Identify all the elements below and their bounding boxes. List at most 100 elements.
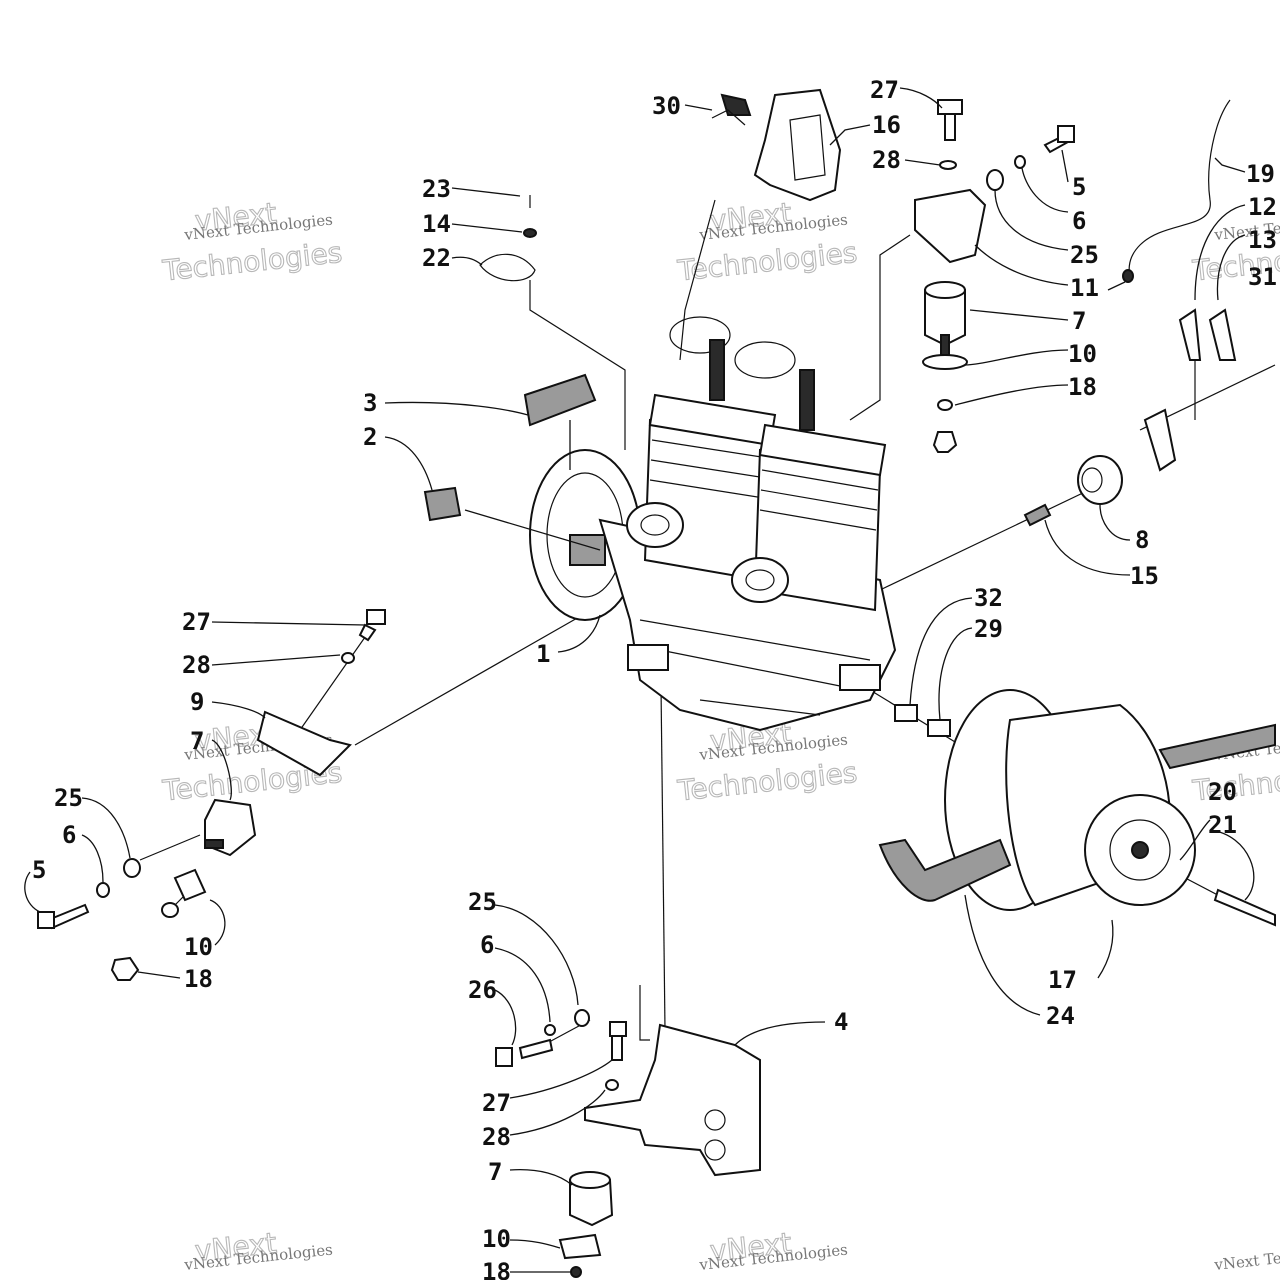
leader-20 bbox=[1179, 819, 1211, 861]
leader-10b bbox=[209, 899, 226, 946]
callout-6: 6 bbox=[62, 821, 76, 849]
axis-line-bracket-11 bbox=[849, 234, 911, 421]
callout-31: 31 bbox=[1248, 263, 1277, 291]
axis-line-bolt-26 bbox=[639, 985, 650, 1041]
clip-12 bbox=[1178, 308, 1202, 361]
mount-7-left-stud bbox=[204, 839, 224, 849]
leader-11-harness bbox=[1107, 281, 1126, 291]
washer-25-left bbox=[123, 858, 141, 878]
damper-8-bore bbox=[1081, 467, 1103, 493]
spark-plug-cap-left bbox=[709, 339, 725, 401]
leader-6c bbox=[494, 947, 551, 1023]
leader-25a bbox=[994, 189, 1069, 251]
washer-14 bbox=[523, 228, 537, 238]
washer-18-left bbox=[161, 902, 179, 918]
leader-8 bbox=[1099, 504, 1131, 541]
plug-wire-loop-left bbox=[669, 316, 731, 354]
callout-30: 30 bbox=[652, 92, 681, 120]
exhaust-port-left-inner bbox=[640, 514, 670, 536]
leader-17 bbox=[1097, 919, 1114, 979]
washer-25-lower bbox=[574, 1009, 590, 1027]
callout-27: 27 bbox=[870, 76, 899, 104]
leader-27b bbox=[211, 621, 366, 626]
leader-28c bbox=[509, 1089, 606, 1136]
clip-31 bbox=[1143, 408, 1177, 472]
harness-19-connector bbox=[1122, 269, 1134, 283]
leader-28a bbox=[904, 159, 941, 166]
crankcase-ribs bbox=[639, 619, 871, 716]
leader-18b bbox=[137, 971, 181, 979]
leader-27c bbox=[509, 1059, 613, 1099]
axis-line-bolt-23 bbox=[529, 280, 626, 450]
leader-25b bbox=[81, 797, 131, 859]
leader-lines bbox=[24, 87, 1255, 1273]
engine-assembly bbox=[529, 316, 897, 732]
leader-12 bbox=[1194, 204, 1246, 301]
bolt-5-top-head bbox=[1057, 125, 1075, 143]
leader-22 bbox=[451, 256, 483, 266]
bolt-5-left-head bbox=[37, 911, 55, 929]
plate-10-left bbox=[173, 868, 207, 902]
bracket-16-cutout bbox=[789, 114, 826, 181]
harness-19 bbox=[1128, 99, 1231, 276]
leader-7a bbox=[969, 309, 1069, 321]
cylinder-left bbox=[643, 418, 772, 582]
callout-7: 7 bbox=[190, 727, 204, 755]
callout-19: 19 bbox=[1246, 160, 1275, 188]
clutch-bolt-21 bbox=[1213, 888, 1276, 927]
leader-19 bbox=[1214, 157, 1246, 173]
leader-14 bbox=[451, 223, 523, 233]
nut-18-lower bbox=[570, 1266, 582, 1278]
leader-26 bbox=[494, 989, 517, 1046]
exhaust-port-right bbox=[731, 557, 789, 603]
crankshaft-stub bbox=[839, 664, 881, 691]
clip-13 bbox=[1208, 308, 1237, 361]
bolt-27-left-shank bbox=[358, 623, 377, 642]
parts bbox=[37, 88, 1276, 1278]
callout-8: 8 bbox=[1135, 526, 1149, 554]
callout-9: 9 bbox=[190, 688, 204, 716]
exhaust-port-right-inner bbox=[745, 569, 775, 591]
plug-wire-loop-right bbox=[734, 341, 796, 379]
plate-10-lower bbox=[558, 1233, 602, 1260]
leader-24 bbox=[964, 894, 1041, 1016]
callout-4: 4 bbox=[834, 1008, 848, 1036]
bracket-4 bbox=[584, 1023, 761, 1177]
callout-20: 20 bbox=[1208, 778, 1237, 806]
callout-25: 25 bbox=[54, 784, 83, 812]
callout-14: 14 bbox=[422, 210, 451, 238]
leader-29 bbox=[938, 627, 973, 721]
leader-28b bbox=[211, 654, 341, 666]
leader-16 bbox=[829, 124, 871, 146]
callout-1: 1 bbox=[536, 640, 550, 668]
callout-25: 25 bbox=[468, 888, 497, 916]
leader-1 bbox=[557, 614, 601, 653]
callout-7: 7 bbox=[488, 1158, 502, 1186]
leader-27a bbox=[899, 87, 943, 109]
callout-21: 21 bbox=[1208, 811, 1237, 839]
mount-7-top-stud bbox=[940, 334, 950, 356]
bolt-27-lower-head bbox=[609, 1021, 627, 1037]
callout-5: 5 bbox=[32, 856, 46, 884]
nut-18-left bbox=[110, 956, 140, 981]
callout-28: 28 bbox=[182, 651, 211, 679]
leader-6a bbox=[1021, 167, 1069, 213]
drive-belt-24 bbox=[878, 838, 1012, 902]
leader-2b bbox=[464, 509, 601, 551]
callout-10: 10 bbox=[482, 1225, 511, 1253]
clip-30 bbox=[720, 93, 752, 116]
watermark: vNext vNext Technologies Technologies bbox=[160, 196, 344, 288]
axis-line-bracket-16 bbox=[679, 199, 716, 361]
bolt-27-lower-shank bbox=[611, 1034, 623, 1061]
callout-10: 10 bbox=[1068, 340, 1097, 368]
axis-line-left-bolt bbox=[139, 834, 201, 861]
pto-stub bbox=[627, 644, 669, 671]
callout-25: 25 bbox=[1070, 241, 1099, 269]
leader-30 bbox=[684, 104, 713, 111]
washer-6-left bbox=[96, 882, 110, 898]
bolt-27-left-head bbox=[366, 609, 386, 625]
mount-7-top-cap bbox=[924, 281, 966, 299]
leader-7b bbox=[211, 739, 232, 801]
exhaust-port-left bbox=[626, 502, 684, 548]
washer-28-lower bbox=[605, 1079, 619, 1091]
